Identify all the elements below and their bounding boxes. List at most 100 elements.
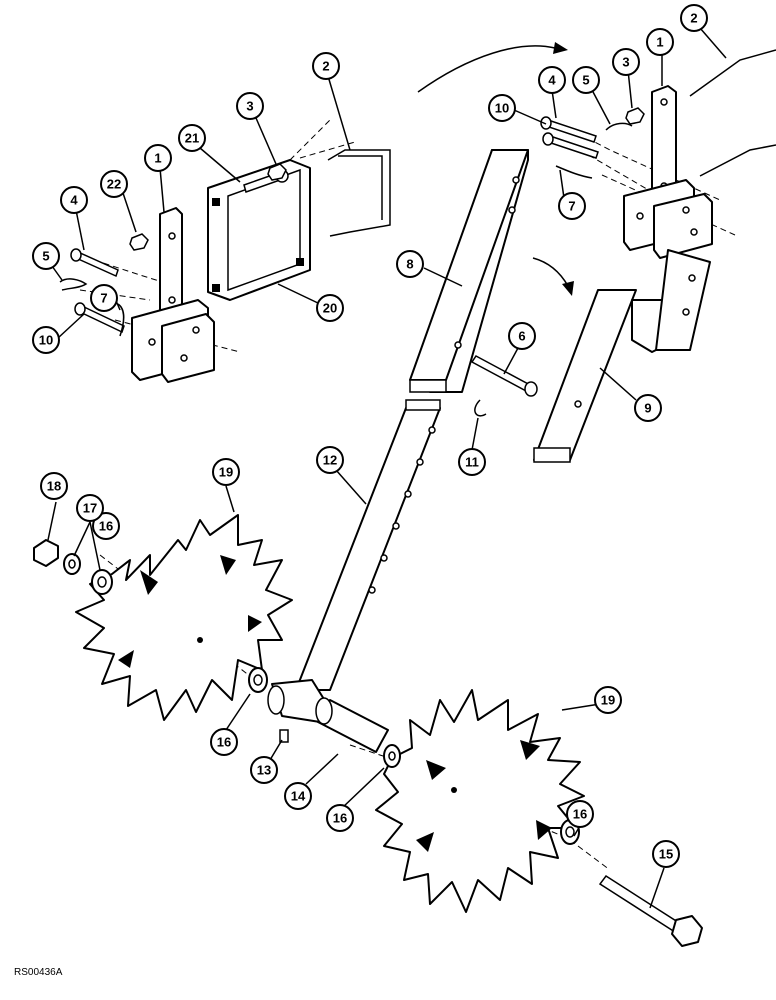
callout-circle [284, 782, 312, 810]
callout-c21: 21 [178, 124, 206, 152]
callout-label: 1 [656, 35, 663, 50]
callout-circle [92, 512, 120, 540]
callout-label: 16 [217, 735, 231, 750]
callout-c15: 15 [652, 840, 680, 868]
callout-c10b: 10 [488, 94, 516, 122]
callout-label: 3 [622, 55, 629, 70]
callout-c10a: 10 [32, 326, 60, 354]
pin-6 [470, 355, 538, 417]
callout-label: 16 [333, 811, 347, 826]
callout-circle [312, 52, 340, 80]
callout-circle [646, 28, 674, 56]
callout-circle [326, 804, 354, 832]
callout-c4b: 4 [538, 66, 566, 94]
callout-c17: 17 [76, 494, 104, 522]
callout-circle [32, 326, 60, 354]
callout-circle [488, 94, 516, 122]
callout-circle [634, 394, 662, 422]
callout-label: 5 [582, 73, 589, 88]
callout-label: 13 [257, 763, 271, 778]
callout-label: 16 [99, 519, 113, 534]
callout-label: 7 [568, 199, 575, 214]
callout-c16d: 16 [566, 800, 594, 828]
callout-c22: 22 [100, 170, 128, 198]
callout-circle [178, 124, 206, 152]
callout-circle [612, 48, 640, 76]
callout-circle [250, 756, 278, 784]
callout-label: 5 [42, 249, 49, 264]
callout-c16a: 16 [92, 512, 120, 540]
callout-circle [144, 144, 172, 172]
callout-c18: 18 [40, 472, 68, 500]
callout-label: 12 [323, 453, 337, 468]
callout-c3a: 3 [236, 92, 264, 120]
callout-c8: 8 [396, 250, 424, 278]
callout-circle [458, 448, 486, 476]
callout-circle [594, 686, 622, 714]
callout-c2b: 2 [680, 4, 708, 32]
callout-circle [566, 800, 594, 828]
callout-circle [76, 494, 104, 522]
callout-c11: 11 [458, 448, 486, 476]
arm-9 [533, 249, 711, 463]
callout-c5a: 5 [32, 242, 60, 270]
callout-circle [538, 66, 566, 94]
leader-lines [47, 27, 727, 909]
spacer-14 [315, 697, 389, 753]
callout-circle [652, 840, 680, 868]
callout-label: 20 [323, 301, 337, 316]
callout-circle [210, 728, 238, 756]
callout-label: 10 [39, 333, 53, 348]
callout-c16b: 16 [210, 728, 238, 756]
callout-circle [680, 4, 708, 32]
callout-c14: 14 [284, 782, 312, 810]
callout-c19a: 19 [212, 458, 240, 486]
callout-circle [32, 242, 60, 270]
motion-arrows [417, 42, 574, 296]
callout-circle [236, 92, 264, 120]
callout-label: 6 [518, 329, 525, 344]
callout-circle [100, 170, 128, 198]
arm-8 [409, 149, 529, 393]
callout-label: 22 [107, 177, 121, 192]
callout-label: 19 [219, 465, 233, 480]
callout-label: 2 [322, 59, 329, 74]
callout-circle [316, 294, 344, 322]
callout-c20: 20 [316, 294, 344, 322]
callout-circle [396, 250, 424, 278]
callout-c1b: 1 [646, 28, 674, 56]
callout-label: 17 [83, 501, 97, 516]
hardware [33, 539, 703, 947]
callout-label: 18 [47, 479, 61, 494]
callout-c16c: 16 [326, 804, 354, 832]
callout-label: 3 [246, 99, 253, 114]
left-bracket-assembly [59, 149, 391, 383]
callout-label: 4 [70, 193, 78, 208]
callout-circle [90, 284, 118, 312]
callout-c2a: 2 [312, 52, 340, 80]
callout-circle [60, 186, 88, 214]
wheel-19-right [375, 689, 585, 913]
callout-label: 16 [573, 807, 587, 822]
callout-label: 8 [406, 257, 413, 272]
wheel-19-left [75, 514, 293, 721]
callout-circle [508, 322, 536, 350]
callout-label: 10 [495, 101, 509, 116]
callout-circle [316, 446, 344, 474]
callout-label: 2 [690, 11, 697, 26]
callout-label: 9 [644, 401, 651, 416]
callout-label: 7 [100, 291, 107, 306]
callout-circle [40, 472, 68, 500]
right-bracket-assembly [540, 49, 776, 259]
callout-circle [558, 192, 586, 220]
callout-c12: 12 [316, 446, 344, 474]
callout-c4a: 4 [60, 186, 88, 214]
callout-label: 21 [185, 131, 199, 146]
callout-c9: 9 [634, 394, 662, 422]
callout-c7b: 7 [558, 192, 586, 220]
callout-c13: 13 [250, 756, 278, 784]
callout-c3b: 3 [612, 48, 640, 76]
